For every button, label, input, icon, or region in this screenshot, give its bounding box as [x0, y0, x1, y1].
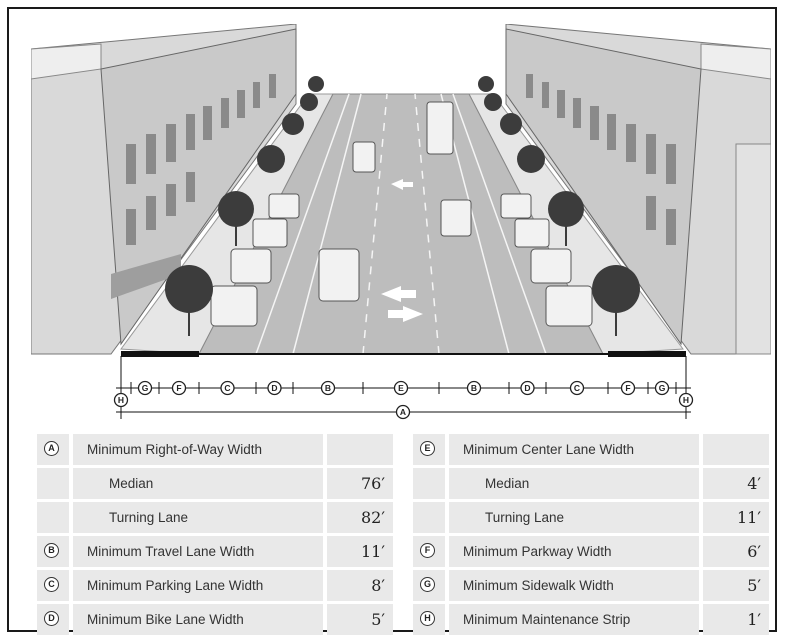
- spec-value: [327, 434, 393, 465]
- dimension-badge: B: [466, 380, 482, 396]
- spec-label: Minimum Parking Lane Width: [73, 570, 323, 601]
- svg-text:B: B: [471, 383, 477, 393]
- dimension-ticks: [120, 382, 687, 394]
- dimension-badge: H: [113, 392, 129, 408]
- table-row: C Minimum Parking Lane Width 8′: [37, 570, 393, 601]
- spec-value: 11′: [703, 502, 769, 533]
- dimension-badge: D: [267, 380, 282, 396]
- spec-value: 8′: [327, 570, 393, 601]
- dimension-badge: C: [220, 380, 235, 396]
- spec-label: Minimum Parkway Width: [449, 536, 699, 567]
- dimension-badge: G: [654, 380, 670, 396]
- tree-trunks: [188, 224, 617, 336]
- dimension-badge: H: [678, 392, 694, 408]
- dimension-badge: F: [171, 380, 187, 396]
- table-row: Turning Lane 11′: [413, 502, 769, 533]
- svg-text:H: H: [683, 395, 689, 405]
- svg-text:H: H: [118, 395, 124, 405]
- letter-badge: B: [44, 543, 59, 558]
- figure-frame: G F C D B E B D C F G H H A A Minimum Right-of-Way Wi…: [7, 7, 777, 635]
- spec-value: 4′: [703, 468, 769, 499]
- right-buildings: [505, 24, 771, 355]
- dimension-badges: G F C D B E B D C F G H H A: [113, 380, 694, 420]
- dimension-badge: C: [569, 380, 585, 396]
- table-row: D Minimum Bike Lane Width 5′: [37, 604, 393, 635]
- spec-value: 82′: [327, 502, 393, 533]
- dimension-badge: A: [395, 404, 411, 420]
- spec-label: Minimum Right-of-Way Width: [73, 434, 323, 465]
- letter-badge: H: [420, 611, 435, 626]
- trees: [165, 76, 640, 313]
- cars: [210, 101, 593, 327]
- spec-value: 6′: [703, 536, 769, 567]
- dimension-badge: F: [620, 380, 636, 396]
- spec-label: Turning Lane: [449, 502, 699, 533]
- spec-label: Minimum Travel Lane Width: [73, 536, 323, 567]
- svg-text:C: C: [224, 383, 230, 393]
- left-spec-table: A Minimum Right-of-Way Width Median 76′ …: [37, 434, 393, 635]
- svg-text:G: G: [659, 383, 666, 393]
- left-buildings: [31, 24, 297, 355]
- dimension-badge: D: [520, 380, 535, 396]
- table-row: B Minimum Travel Lane Width 11′: [37, 536, 393, 567]
- turn-arrows: [381, 179, 423, 322]
- spec-label: Turning Lane: [73, 502, 323, 533]
- table-row: E Minimum Center Lane Width: [413, 434, 769, 465]
- spec-value: 5′: [327, 604, 393, 635]
- spec-value: 5′: [703, 570, 769, 601]
- spec-label: Minimum Center Lane Width: [449, 434, 699, 465]
- table-row: G Minimum Sidewalk Width 5′: [413, 570, 769, 601]
- letter-badge: G: [420, 577, 435, 592]
- svg-text:A: A: [400, 407, 406, 417]
- dimension-badge: E: [393, 380, 409, 396]
- spec-label: Minimum Sidewalk Width: [449, 570, 699, 601]
- spec-label: Minimum Bike Lane Width: [73, 604, 323, 635]
- letter-badge: E: [420, 441, 435, 456]
- spec-label: Minimum Maintenance Strip: [449, 604, 699, 635]
- svg-text:B: B: [325, 383, 331, 393]
- table-row: Median 4′: [413, 468, 769, 499]
- letter-badge: F: [420, 543, 435, 558]
- spec-value: 11′: [327, 536, 393, 567]
- table-row: F Minimum Parkway Width 6′: [413, 536, 769, 567]
- table-row: H Minimum Maintenance Strip 1′: [413, 604, 769, 635]
- svg-text:E: E: [398, 383, 404, 393]
- svg-text:C: C: [574, 383, 580, 393]
- table-row: Median 76′: [37, 468, 393, 499]
- table-row: A Minimum Right-of-Way Width: [37, 434, 393, 465]
- letter-badge: D: [44, 611, 59, 626]
- spec-value: 76′: [327, 468, 393, 499]
- spec-value: [703, 434, 769, 465]
- spec-value: 1′: [703, 604, 769, 635]
- dimension-badge: G: [137, 380, 153, 396]
- svg-text:F: F: [176, 383, 181, 393]
- spec-label: Median: [73, 468, 323, 499]
- table-row: Turning Lane 82′: [37, 502, 393, 533]
- svg-text:F: F: [625, 383, 630, 393]
- right-spec-table: E Minimum Center Lane Width Median 4′ Tu…: [413, 434, 769, 635]
- svg-text:G: G: [142, 383, 149, 393]
- dimension-badge: B: [320, 380, 336, 396]
- svg-text:D: D: [524, 383, 530, 393]
- street-cross-section-illustration: G F C D B E B D C F G H H A: [31, 24, 771, 424]
- letter-badge: A: [44, 441, 59, 456]
- letter-badge: C: [44, 577, 59, 592]
- spec-label: Median: [449, 468, 699, 499]
- svg-text:D: D: [271, 383, 277, 393]
